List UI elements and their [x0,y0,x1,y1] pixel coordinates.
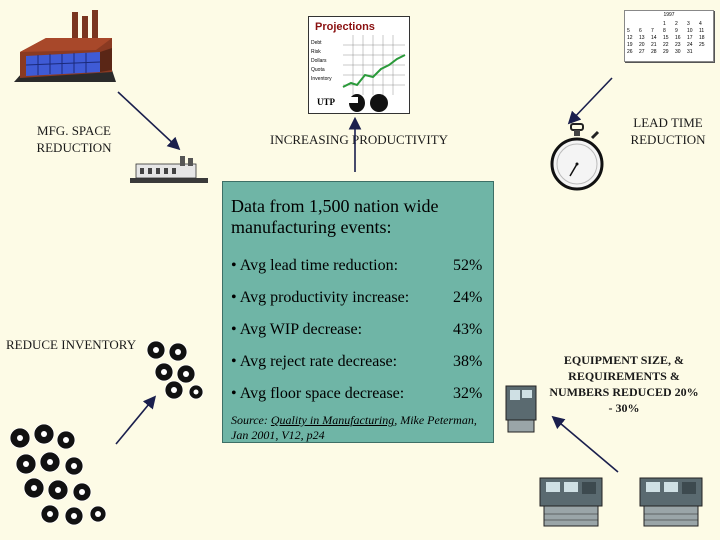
machine-left-icon [539,477,603,527]
calendar-day: 9 [675,28,678,34]
calendar-day: 12 [627,35,633,41]
calendar-day: 2 [675,21,678,27]
machine-small-icon [505,385,537,433]
calendar-day: 4 [699,21,702,27]
projections-item: Inventory [311,76,332,82]
inventory-label: REDUCE INVENTORY [6,337,137,352]
projections-chart-icon: Projections Debt Risk Dollars Quota Inve… [308,16,410,114]
projections-footer: UTP [317,97,335,107]
calendar-day: 20 [639,42,645,48]
gears-large-icon [9,423,107,526]
calendar-day: 29 [663,49,669,55]
calendar-day: 3 [687,21,690,27]
projections-item: Debt [311,40,322,46]
source-prefix: Source: [231,413,268,427]
stat-row: • Avg WIP decrease: 43% [231,321,493,343]
stat-label: • Avg productivity increase: [231,289,410,306]
stopwatch-icon [550,123,604,191]
projections-item: Dollars [311,58,327,64]
calendar-day: 19 [627,42,633,48]
calendar-day: 10 [687,28,693,34]
arrow-to-gears [115,395,157,445]
calendar-day: 7 [651,28,654,34]
data-panel: Data from 1,500 nation wide manufacturin… [222,181,494,443]
stat-label: • Avg floor space decrease: [231,385,405,402]
stat-label: • Avg WIP decrease: [231,321,363,338]
calendar-day: 27 [639,49,645,55]
calendar-day: 1 [663,21,666,27]
calendar-day: 8 [663,28,666,34]
stat-row: • Avg lead time reduction: 52% [231,257,493,279]
source-citation: Source: Quality in Manufacturing, Mike P… [231,413,491,443]
source-rest: , Mike Peterman, Jan 2001, V12, p24 [231,413,477,442]
calendar-day: 21 [651,42,657,48]
stat-label: • Avg reject rate decrease: [231,353,398,370]
arrow-to-stopwatch [567,77,613,125]
mfg-space-label: MFG. SPACE REDUCTION [36,123,112,155]
factory-icon [14,10,116,82]
machine-right-icon [639,477,703,527]
calendar-day: 24 [687,42,693,48]
arrow-to-small-factory [117,91,181,151]
stat-value: 38% [453,353,483,370]
stat-row: • Avg floor space decrease: 32% [231,385,493,407]
calendar-day: 15 [663,35,669,41]
small-factory-icon [130,156,208,183]
calendar-day: 22 [663,42,669,48]
calendar-day: 18 [699,35,705,41]
arrow-to-equipment [551,415,619,473]
projections-graph-icon [342,35,406,95]
gears-small-icon [146,340,204,400]
calendar-day: 25 [699,42,705,48]
projections-item: Quota [311,67,325,73]
stat-row: • Avg productivity increase: 24% [231,289,493,311]
calendar-day: 11 [699,28,705,34]
calendar-day: 28 [651,49,657,55]
stat-value: 32% [453,385,483,402]
calendar-day: 30 [675,49,681,55]
projections-item: Risk [311,49,321,55]
productivity-label: INCREASING PRODUCTIVITY [270,132,449,147]
equipment-label: EQUIPMENT SIZE, & REQUIREMENTS & NUMBERS… [549,353,699,415]
panel-heading: Data from 1,500 nation wide manufacturin… [231,196,439,237]
stat-value: 43% [453,321,483,338]
stat-row: • Avg reject rate decrease: 38% [231,353,493,375]
hands-icon [348,94,388,112]
calendar-day: 13 [639,35,645,41]
calendar-day: 6 [639,28,642,34]
calendar-day: 17 [687,35,693,41]
source-title: Quality in Manufacturing [270,413,395,427]
calendar-day: 5 [627,28,630,34]
projections-title: Projections [315,21,375,33]
calendar-day: 14 [651,35,657,41]
stat-value: 52% [453,257,483,274]
calendar-day: 26 [627,49,633,55]
calendar-day: 23 [675,42,681,48]
calendar-header: 1997 [663,12,675,18]
stat-value: 24% [453,289,483,306]
stat-label: • Avg lead time reduction: [231,257,399,274]
lead-time-label: LEAD TIME REDUCTION [630,115,706,147]
calendar-day: 16 [675,35,681,41]
calendar-day: 31 [687,49,693,55]
